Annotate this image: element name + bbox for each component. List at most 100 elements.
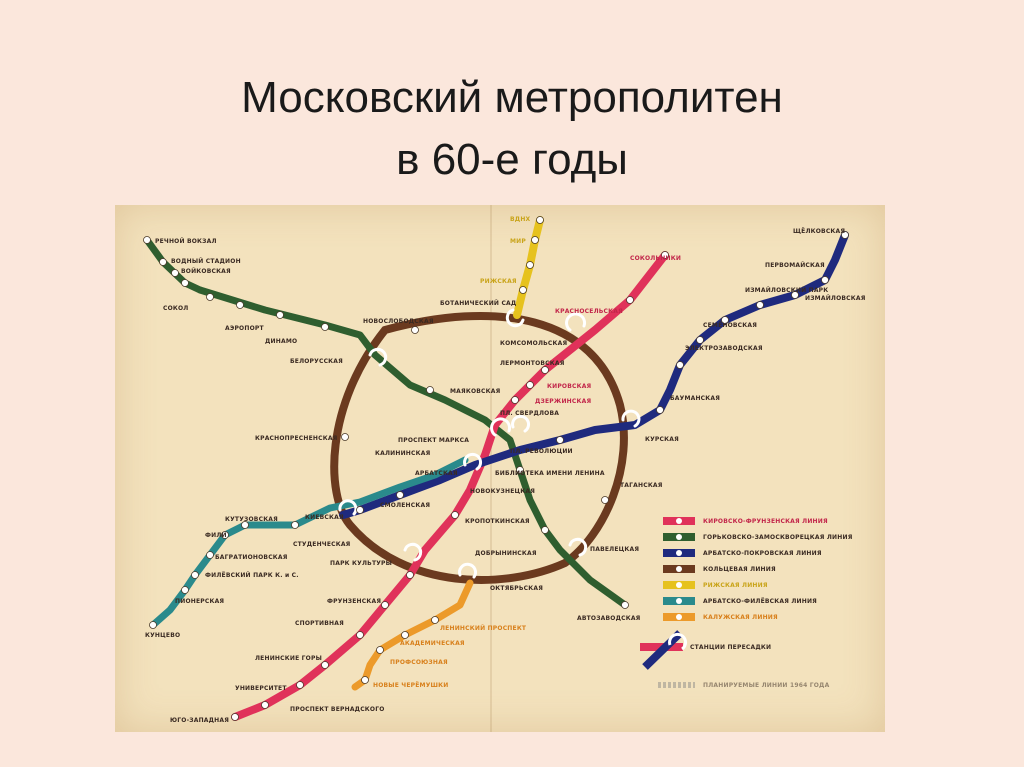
label-sverdlova: ПЛ. СВЕРДЛОВА xyxy=(500,410,559,417)
legend-transfer: СТАНЦИИ ПЕРЕСАДКИ xyxy=(640,630,771,670)
legend-item-1: КИРОВСКО-ФРУНЗЕНСКАЯ ЛИНИЯ xyxy=(663,517,828,525)
label-kalininskaya: КАЛИНИНСКАЯ xyxy=(375,450,431,457)
label-sokolniki: СОКОЛЬНИКИ xyxy=(630,255,681,262)
label-prospekt-vernadskogo: ПРОСПЕКТ ВЕРНАДСКОГО xyxy=(290,706,385,713)
metro-map-svg: РЕЧНОЙ ВОКЗАЛ ВОДНЫЙ СТАДИОН ВОЙКОВСКАЯ … xyxy=(143,216,866,724)
label-yugo-zapadnaya: ЮГО-ЗАПАДНАЯ xyxy=(170,717,229,724)
label-pionerskaya: ПИОНЕРСКАЯ xyxy=(175,598,224,605)
legend: КИРОВСКО-ФРУНЗЕНСКАЯ ЛИНИЯ ГОРЬКОВСКО-ЗА… xyxy=(640,517,853,689)
svg-text:РИЖСКАЯ ЛИНИЯ: РИЖСКАЯ ЛИНИЯ xyxy=(703,582,768,589)
label-pervomayskaya: ПЕРВОМАЙСКАЯ xyxy=(765,261,825,269)
label-universitet: УНИВЕРСИТЕТ xyxy=(235,685,287,692)
legend-item-7: КАЛУЖСКАЯ ЛИНИЯ xyxy=(663,613,778,621)
slide-title: Московский метрополитен в 60-е годы xyxy=(0,67,1024,191)
label-frunzenskaya: ФРУНЗЕНСКАЯ xyxy=(327,598,381,605)
label-izmaylovsky-park: ИЗМАЙЛОВСКИЙ ПАРК xyxy=(745,286,828,294)
svg-text:ПЛАНИРУЕМЫЕ ЛИНИИ 1964 ГОДА: ПЛАНИРУЕМЫЕ ЛИНИИ 1964 ГОДА xyxy=(703,682,830,689)
label-sportivnaya: СПОРТИВНАЯ xyxy=(295,620,344,627)
station-dots xyxy=(143,216,849,721)
slide-title-line-2: в 60-е годы xyxy=(396,135,628,185)
green-line xyxy=(196,286,629,609)
metro-map: РЕЧНОЙ ВОКЗАЛ ВОДНЫЙ СТАДИОН ВОЙКОВСКАЯ … xyxy=(115,205,885,732)
svg-text:ГОРЬКОВСКО-ЗАМОСКВОРЕЦКАЯ ЛИНИ: ГОРЬКОВСКО-ЗАМОСКВОРЕЦКАЯ ЛИНИЯ xyxy=(703,534,853,541)
label-akademicheskaya: АКАДЕМИЧЕСКАЯ xyxy=(400,640,465,647)
transfer-sverdlova-icon xyxy=(511,414,530,433)
label-novokuznetskaya: НОВОКУЗНЕЦКАЯ xyxy=(470,488,535,495)
transfer-markers xyxy=(338,308,641,579)
label-prospekt-marksa: ПРОСПЕКТ МАРКСА xyxy=(398,437,469,444)
label-krasnopresnenskaya: КРАСНОПРЕСНЕНСКАЯ xyxy=(255,435,338,442)
label-baumanskaya: БАУМАНСКАЯ xyxy=(670,395,720,402)
label-smolenskaya: СМОЛЕНСКАЯ xyxy=(380,502,430,509)
svg-text:СТАНЦИИ ПЕРЕСАДКИ: СТАНЦИИ ПЕРЕСАДКИ xyxy=(690,644,771,651)
label-semenovskaya: СЕМЁНОВСКАЯ xyxy=(703,322,757,329)
label-filevsky: ФИЛЁВСКИЙ ПАРК К. и С. xyxy=(205,571,299,579)
label-kirovskaya: КИРОВСКАЯ xyxy=(547,383,592,390)
green-line-north xyxy=(143,236,204,294)
label-vdnkh: ВДНХ xyxy=(510,216,531,223)
legend-item-4: КОЛЬЦЕВАЯ ЛИНИЯ xyxy=(663,565,776,573)
label-kropotkinskaya: КРОПОТКИНСКАЯ xyxy=(465,518,530,525)
label-rechnoy: РЕЧНОЙ ВОКЗАЛ xyxy=(155,237,217,245)
label-kurskaya: КУРСКАЯ xyxy=(645,436,679,443)
label-dzerzhinskaya: ДЗЕРЖИНСКАЯ xyxy=(535,398,591,405)
transfer-kurskaya-icon xyxy=(621,409,641,428)
transfer-rizhskaya-icon xyxy=(505,308,525,328)
label-belorusskaya: БЕЛОРУССКАЯ xyxy=(290,358,343,365)
label-oktyabrskaya: ОКТЯБРЬСКАЯ xyxy=(490,585,543,592)
label-aeroport: АЭРОПОРТ xyxy=(225,325,264,332)
label-kuntsevo: КУНЦЕВО xyxy=(145,632,180,639)
legend-footnote: ПЛАНИРУЕМЫЕ ЛИНИИ 1964 ГОДА xyxy=(658,682,830,689)
svg-text:АРБАТСКО-ПОКРОВСКАЯ ЛИНИЯ: АРБАТСКО-ПОКРОВСКАЯ ЛИНИЯ xyxy=(703,550,822,557)
label-paveletskaya: ПАВЕЛЕЦКАЯ xyxy=(590,546,639,553)
transfer-belorusskaya-icon xyxy=(368,347,388,367)
label-dobryninskaya: ДОБРЫНИНСКАЯ xyxy=(475,550,537,557)
transfer-komsomolskaya-icon xyxy=(565,312,587,332)
label-taganskaya: ТАГАНСКАЯ xyxy=(620,482,663,489)
legend-item-2: ГОРЬКОВСКО-ЗАМОСКВОРЕЦКАЯ ЛИНИЯ xyxy=(663,533,853,541)
transfer-arbatskaya-icon xyxy=(463,452,482,471)
label-dinamo: ДИНАМО xyxy=(265,338,297,345)
transfer-legend-icon xyxy=(668,632,687,651)
ring-line xyxy=(330,312,628,584)
label-kievskaya: КИЕВСКАЯ xyxy=(305,514,344,521)
label-mayakovskaya: МАЯКОВСКАЯ xyxy=(450,388,501,395)
label-leninskie-gory: ЛЕНИНСКИЕ ГОРЫ xyxy=(255,655,322,662)
label-arbatskaya: АРБАТСКАЯ xyxy=(415,470,458,477)
label-rizhskaya: РИЖСКАЯ xyxy=(480,278,517,285)
label-avtozavodskaya: АВТОЗАВОДСКАЯ xyxy=(577,615,641,622)
legend-item-5: РИЖСКАЯ ЛИНИЯ xyxy=(663,581,768,589)
label-mir: МИР xyxy=(510,238,526,245)
transfer-oktyabrskaya-icon xyxy=(458,562,478,579)
svg-text:КОЛЬЦЕВАЯ ЛИНИЯ: КОЛЬЦЕВАЯ ЛИНИЯ xyxy=(703,566,776,573)
svg-text:АРБАТСКО-ФИЛЁВСКАЯ ЛИНИЯ: АРБАТСКО-ФИЛЁВСКАЯ ЛИНИЯ xyxy=(703,598,817,605)
label-profsoyuznaya: ПРОФСОЮЗНАЯ xyxy=(390,659,448,666)
slide-title-line-1: Московский метрополитен xyxy=(241,73,783,123)
label-voykovskaya: ВОЙКОВСКАЯ xyxy=(181,267,231,275)
svg-text:КИРОВСКО-ФРУНЗЕНСКАЯ ЛИНИЯ: КИРОВСКО-ФРУНЗЕНСКАЯ ЛИНИЯ xyxy=(703,518,828,525)
label-fili: ФИЛИ xyxy=(205,532,227,539)
transfer-paveletskaya-icon xyxy=(568,537,588,557)
station-labels: РЕЧНОЙ ВОКЗАЛ ВОДНЫЙ СТАДИОН ВОЙКОВСКАЯ … xyxy=(145,228,866,724)
label-novoslobodskaya: НОВОСЛОБОДСКАЯ xyxy=(363,318,434,325)
legend-item-6: АРБАТСКО-ФИЛЁВСКАЯ ЛИНИЯ xyxy=(663,597,817,605)
label-studencheskaya: СТУДЕНЧЕСКАЯ xyxy=(293,541,351,548)
label-komsomolskaya: КОМСОМОЛЬСКАЯ xyxy=(500,340,567,347)
red-line xyxy=(231,251,669,721)
transfer-park-kultury-icon xyxy=(403,542,423,562)
label-kutuzovskaya: КУТУЗОВСКАЯ xyxy=(225,516,278,523)
label-novye-cheremushki: НОВЫЕ ЧЕРЁМУШКИ xyxy=(373,682,448,689)
label-lermontovskaya: ЛЕРМОНТОВСКАЯ xyxy=(500,360,565,367)
transfer-center-icon xyxy=(490,417,512,437)
label-vodny: ВОДНЫЙ СТАДИОН xyxy=(171,257,241,265)
label-leninsky: ЛЕНИНСКИЙ ПРОСПЕКТ xyxy=(440,624,527,632)
label-park-kultury: ПАРК КУЛЬТУРЫ xyxy=(330,560,392,567)
label-sokol: СОКОЛ xyxy=(163,305,189,312)
svg-text:КАЛУЖСКАЯ ЛИНИЯ: КАЛУЖСКАЯ ЛИНИЯ xyxy=(703,614,778,621)
label-botanichesky: БОТАНИЧЕСКИЙ САД xyxy=(440,299,516,307)
label-revolyutsii: ПЛ. РЕВОЛЮЦИИ xyxy=(510,448,573,455)
label-biblioteka: БИБЛИОТЕКА ИМЕНИ ЛЕНИНА xyxy=(495,470,605,477)
legend-item-3: АРБАТСКО-ПОКРОВСКАЯ ЛИНИЯ xyxy=(663,549,822,557)
paper-fold xyxy=(490,205,492,732)
label-schelkovskaya: ЩЁЛКОВСКАЯ xyxy=(793,228,845,235)
